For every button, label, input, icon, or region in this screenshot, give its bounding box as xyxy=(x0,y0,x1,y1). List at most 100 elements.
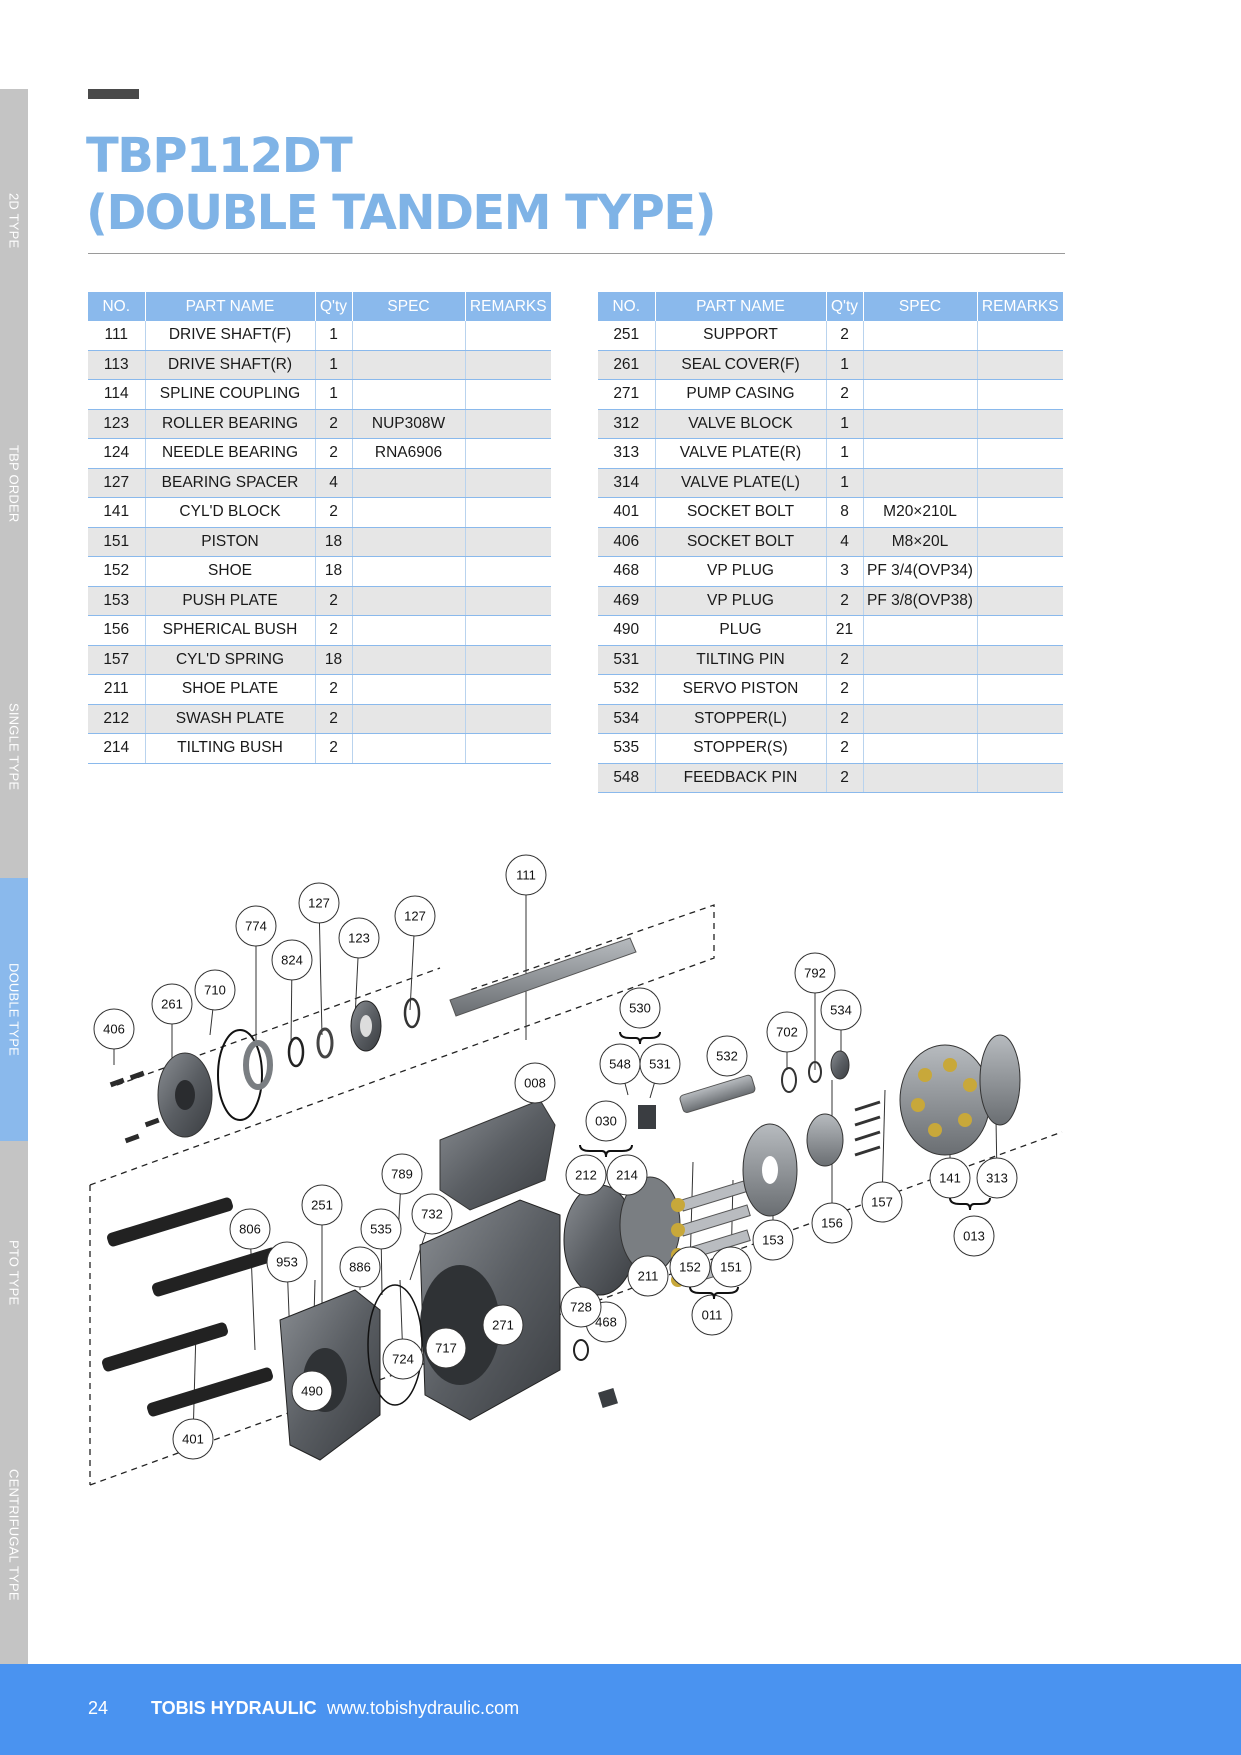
column-header: Q'ty xyxy=(315,292,353,321)
table-cell xyxy=(465,733,551,764)
tab-tbp-order[interactable]: TBP ORDER xyxy=(0,352,28,616)
callout-number: 774 xyxy=(245,919,267,934)
table-cell: 141 xyxy=(88,497,146,528)
callout-circle xyxy=(301,1184,343,1226)
tab-2d-type[interactable]: 2D TYPE xyxy=(0,89,28,353)
callout-number: 211 xyxy=(638,1269,659,1284)
table-cell: STOPPER(S) xyxy=(655,733,827,764)
callout-circle xyxy=(794,952,836,994)
callout-number: 530 xyxy=(629,1001,651,1016)
callout-circle xyxy=(565,1154,607,1196)
callout-circle xyxy=(976,1157,1018,1199)
table-cell: SPHERICAL BUSH xyxy=(145,615,316,646)
callout-number: 013 xyxy=(963,1229,985,1244)
callout-number: 214 xyxy=(616,1168,638,1183)
callout-732: 732 xyxy=(411,1193,453,1235)
callout-401: 401 xyxy=(172,1418,214,1460)
table-cell: NEEDLE BEARING xyxy=(145,438,316,469)
table-cell: 2 xyxy=(315,733,353,764)
title-accent-bar xyxy=(88,89,139,99)
table-cell: 8 xyxy=(826,497,864,528)
callout-717: 717 xyxy=(425,1327,467,1369)
table-cell: CYL'D BLOCK xyxy=(145,497,316,528)
table-cell xyxy=(977,527,1063,557)
table-cell: SOCKET BOLT xyxy=(655,497,827,528)
callout-circle xyxy=(710,1246,752,1288)
table-cell xyxy=(977,615,1063,646)
website-link[interactable]: www.tobishydraulic.com xyxy=(327,1698,520,1718)
table-cell: STOPPER(L) xyxy=(655,704,827,734)
callout-710: 710 xyxy=(194,969,236,1011)
callout-circle xyxy=(271,939,313,981)
callout-535: 535 xyxy=(360,1208,402,1250)
callout-728: 728 xyxy=(560,1286,602,1328)
callout-circle xyxy=(627,1255,669,1297)
tab-single-type[interactable]: SINGLE TYPE xyxy=(0,615,28,879)
table-cell: 401 xyxy=(598,497,656,528)
callout-circle xyxy=(606,1154,648,1196)
table-cell xyxy=(977,409,1063,439)
table-cell xyxy=(352,379,466,410)
tab-pto-type[interactable]: PTO TYPE xyxy=(0,1141,28,1405)
table-cell xyxy=(352,556,466,587)
table-cell: SUPPORT xyxy=(655,321,827,351)
group-braces xyxy=(579,1031,991,1300)
callout-number: 152 xyxy=(679,1260,701,1275)
table-cell: 156 xyxy=(88,615,146,646)
callout-circle xyxy=(339,1246,381,1288)
table-cell: 152 xyxy=(88,556,146,587)
table-cell: 314 xyxy=(598,468,656,498)
table-cell xyxy=(977,350,1063,380)
callout-271: 271 xyxy=(482,1304,524,1346)
table-cell: SHOE PLATE xyxy=(145,674,316,705)
table-cell xyxy=(863,733,978,764)
callout-circle xyxy=(298,882,340,924)
callout-circle xyxy=(172,1418,214,1460)
table-cell xyxy=(977,763,1063,793)
table-cell: CYL'D SPRING xyxy=(145,645,316,675)
table-cell xyxy=(465,527,551,557)
brand-name: TOBIS HYDRAULIC xyxy=(151,1698,317,1718)
callout-406: 406 xyxy=(93,1008,135,1050)
callout-313: 313 xyxy=(976,1157,1018,1199)
table-cell: 212 xyxy=(88,704,146,734)
callout-circle xyxy=(266,1241,308,1283)
table-cell xyxy=(977,674,1063,705)
callout-151: 151 xyxy=(710,1246,752,1288)
table-cell: 2 xyxy=(315,497,353,528)
callout-490: 490 xyxy=(291,1370,333,1412)
table-cell: 1 xyxy=(315,321,353,351)
callout-886: 886 xyxy=(339,1246,381,1288)
tab-double-type[interactable]: DOUBLE TYPE xyxy=(0,878,28,1142)
table-cell xyxy=(465,645,551,675)
callout-number: 710 xyxy=(204,983,226,998)
table-cell: ROLLER BEARING xyxy=(145,409,316,439)
tab-centrifugal-type[interactable]: CENTRIFUGAL TYPE xyxy=(0,1404,28,1666)
table-cell: 18 xyxy=(315,556,353,587)
callout-number: 531 xyxy=(649,1057,671,1072)
callout-013: 013 xyxy=(953,1215,995,1257)
callout-number: 728 xyxy=(570,1300,592,1315)
table-cell xyxy=(465,497,551,528)
table-cell xyxy=(352,497,466,528)
table-cell xyxy=(352,527,466,557)
table-cell: 2 xyxy=(826,674,864,705)
callout-212: 212 xyxy=(565,1154,607,1196)
table-cell xyxy=(465,350,551,380)
exploded-view-diagram: 1111277741231278247102614067925345307025… xyxy=(89,854,1063,1486)
page-number: 24 xyxy=(88,1698,109,1718)
callout-030: 030 xyxy=(585,1100,627,1142)
table-cell: 2 xyxy=(826,586,864,616)
table-cell: 211 xyxy=(88,674,146,705)
